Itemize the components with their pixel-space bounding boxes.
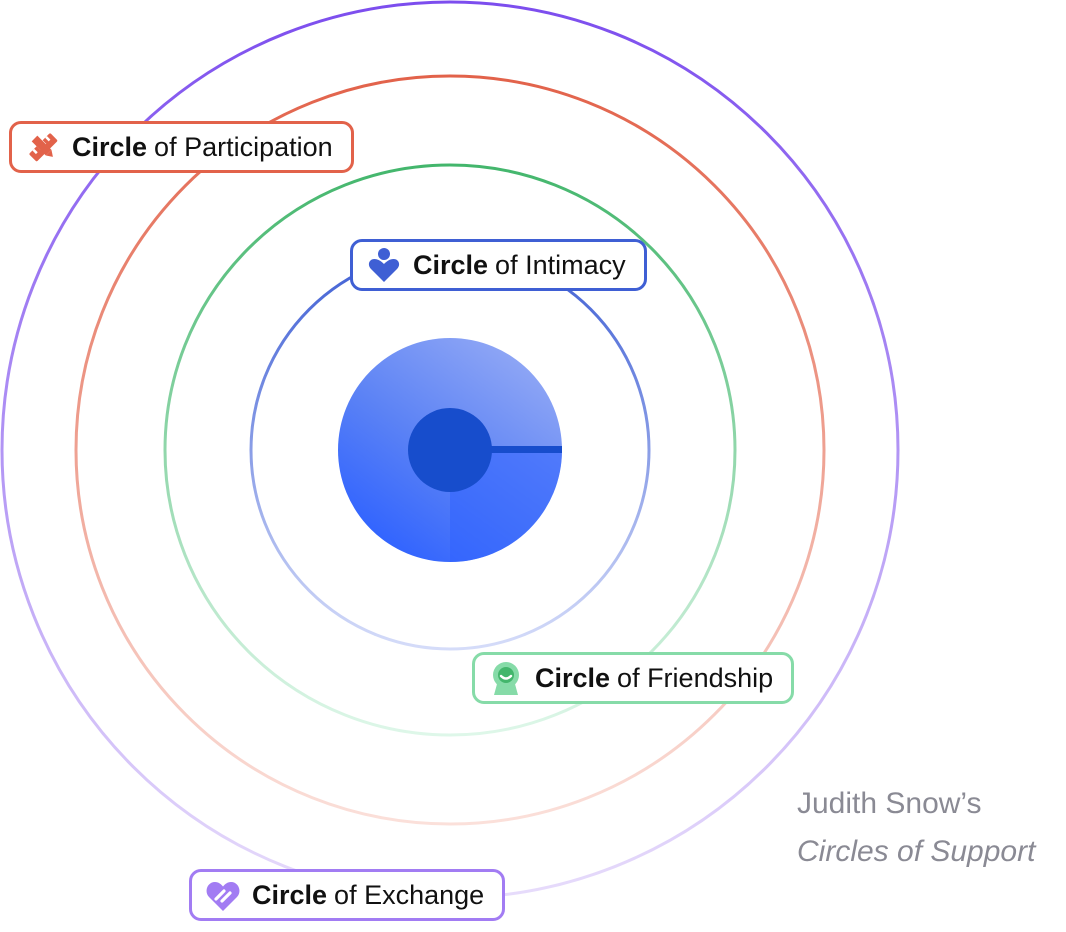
caption-title: Circles of Support [797,835,1036,868]
ring-participation [74,74,826,826]
heart-link-icon [204,876,242,914]
label-circle-of-participation: Circle of Participation [9,121,354,173]
center-core [408,408,492,492]
center-disc [338,338,562,562]
label-circle-of-intimacy: Circle of Intimacy [350,239,647,291]
label-friendship-rest: of Friendship [617,662,774,693]
smiling-person-icon [487,659,525,697]
label-exchange-rest: of Exchange [334,879,485,910]
label-circle-of-friendship: Circle of Friendship [472,652,795,704]
label-friendship-bold: Circle [535,662,611,693]
label-intimacy-rest: of Intimacy [495,249,626,280]
person-heart-icon [365,246,403,284]
label-exchange-bold: Circle [252,879,328,910]
ruler-pencil-icon [24,128,62,166]
label-participation-rest: of Participation [154,131,333,162]
label-intimacy-bold: Circle [413,249,489,280]
caption-author: Judith Snow’s [797,787,982,820]
ring-friendship [163,163,737,737]
label-participation-bold: Circle [72,131,148,162]
label-circle-of-exchange: Circle of Exchange [189,869,506,921]
diagram-caption: Judith Snow’s Circles of Support [797,780,1035,876]
